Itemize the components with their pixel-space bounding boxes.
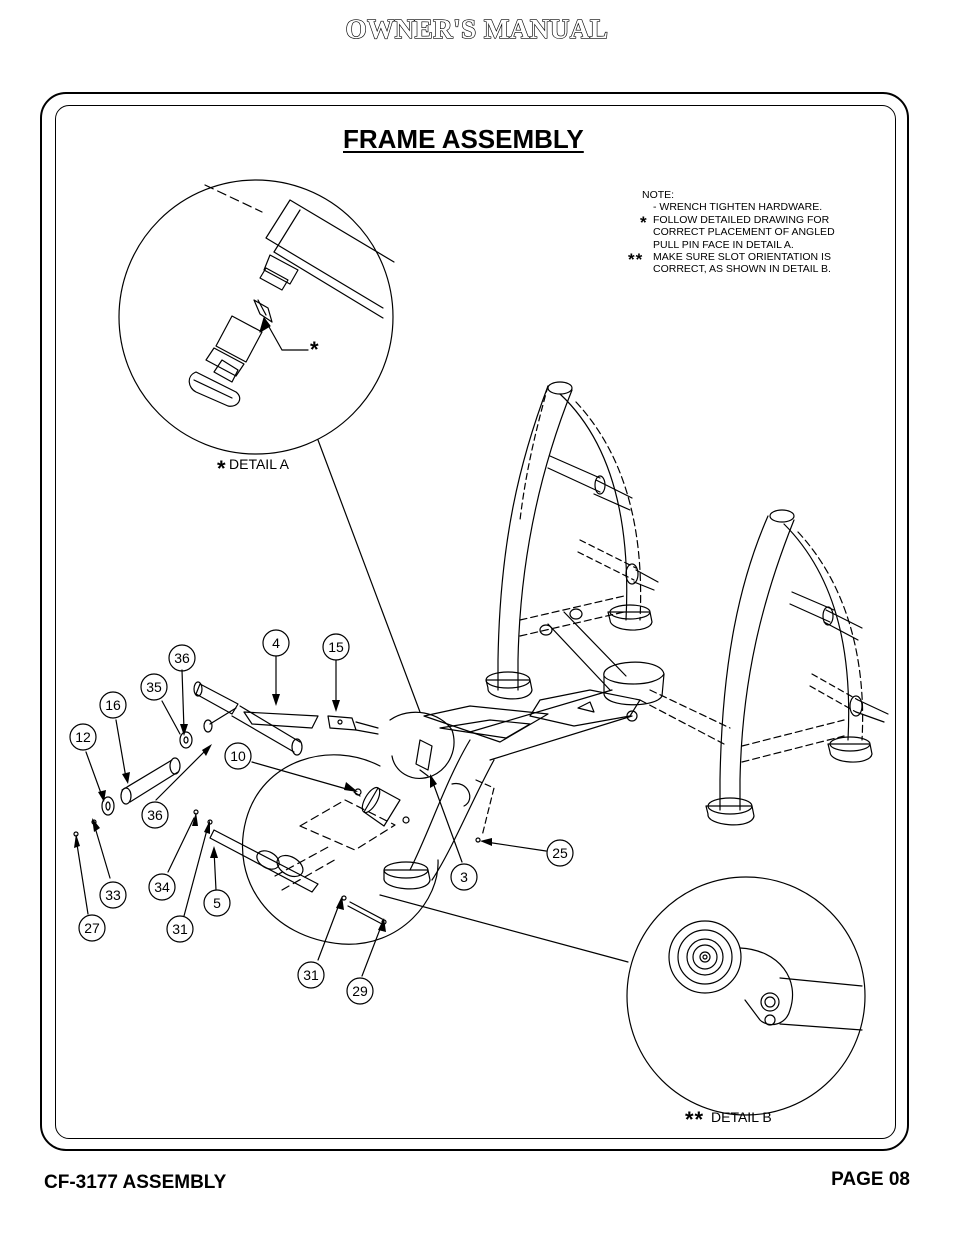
detail-b-view bbox=[626, 876, 866, 1116]
callout-4: 4 bbox=[272, 635, 280, 651]
callout-31-left: 31 bbox=[172, 921, 188, 937]
callout-16: 16 bbox=[105, 697, 121, 713]
callout-36-top: 36 bbox=[174, 650, 190, 666]
callout-5: 5 bbox=[213, 895, 221, 911]
detail-a-label-marker: * bbox=[217, 456, 226, 481]
note-line: PULL PIN FACE IN DETAIL A. bbox=[653, 238, 794, 251]
callout-36-bottom: 36 bbox=[147, 807, 163, 823]
detail-b-label-marker: ** bbox=[685, 1107, 704, 1132]
page-number: PAGE 08 bbox=[831, 1169, 910, 1190]
callout-27: 27 bbox=[84, 920, 100, 936]
exploded-parts bbox=[73, 681, 387, 925]
note-line: CORRECT, AS SHOWN IN DETAIL B. bbox=[653, 263, 831, 276]
callout-35: 35 bbox=[146, 679, 162, 695]
note-double-asterisk: ** bbox=[628, 250, 644, 270]
leader-arrowheads bbox=[74, 694, 492, 932]
detail-b-label: DETAIL B bbox=[711, 1109, 772, 1125]
callout-circles bbox=[69, 629, 574, 1005]
assembly-note: NOTE: - WRENCH TIGHTEN HARDWARE. *FOLLOW… bbox=[628, 189, 835, 276]
callout-leaders bbox=[75, 655, 547, 977]
manual-title: OWNER'S MANUAL bbox=[345, 13, 609, 44]
detail-a-label: DETAIL A bbox=[229, 456, 290, 472]
detail-b-leader bbox=[379, 894, 629, 963]
detail-a-leader bbox=[317, 439, 421, 713]
callout-12: 12 bbox=[75, 729, 91, 745]
note-single-asterisk: * bbox=[640, 212, 647, 232]
note-line: - WRENCH TIGHTEN HARDWARE. bbox=[653, 201, 823, 214]
callout-29: 29 bbox=[352, 983, 368, 999]
note-line: CORRECT PLACEMENT OF ANGLED bbox=[653, 226, 835, 239]
callout-labels: 4 15 36 35 16 12 10 36 34 33 27 31 5 3 2… bbox=[75, 635, 568, 999]
callout-15: 15 bbox=[328, 639, 344, 655]
detail-a-view bbox=[118, 179, 395, 455]
detail-a-star-marker: * bbox=[310, 337, 319, 362]
roller-subassembly-view bbox=[209, 711, 455, 945]
note-line: **MAKE SURE SLOT ORIENTATION IS bbox=[628, 250, 831, 270]
callout-3: 3 bbox=[460, 869, 468, 885]
callout-10: 10 bbox=[230, 748, 246, 764]
section-title: FRAME ASSEMBLY bbox=[343, 124, 584, 154]
machine-frame bbox=[383, 381, 889, 890]
inner-frame bbox=[55, 105, 896, 1139]
model-assembly-label: CF-3177 ASSEMBLY bbox=[44, 1172, 227, 1193]
callout-33: 33 bbox=[105, 887, 121, 903]
note-heading: NOTE: bbox=[642, 189, 675, 201]
outer-frame bbox=[40, 92, 909, 1151]
callout-34: 34 bbox=[154, 879, 170, 895]
callout-31-bottom: 31 bbox=[303, 967, 319, 983]
callout-25: 25 bbox=[552, 845, 568, 861]
note-line: *FOLLOW DETAILED DRAWING FOR bbox=[640, 212, 830, 232]
